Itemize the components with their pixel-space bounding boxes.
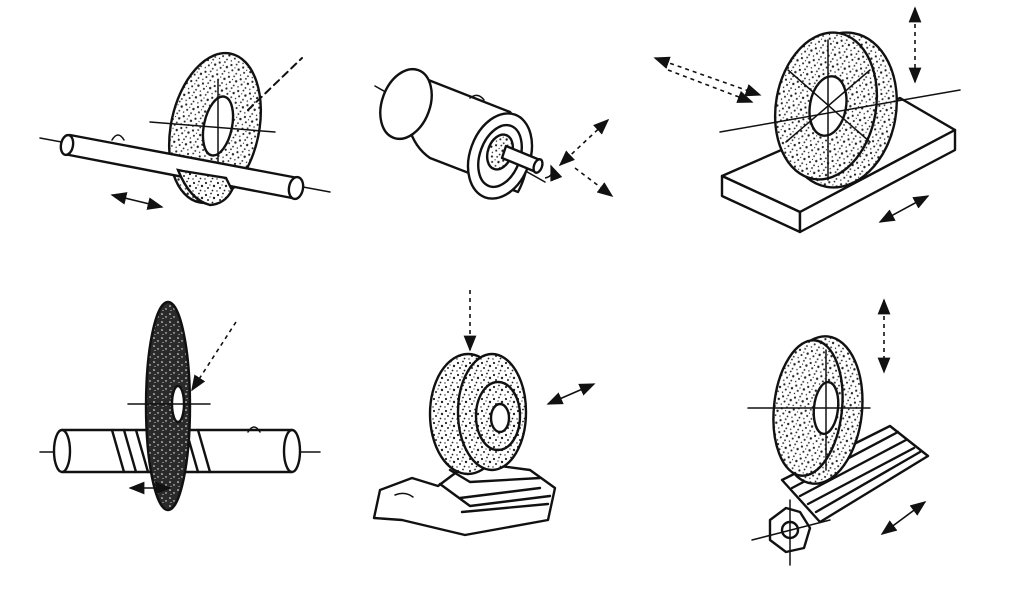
hollow-workpiece (379, 67, 534, 200)
thin-grinding-wheel (127, 300, 211, 512)
workpiece-bar (59, 133, 305, 201)
table-traverse-arrow (878, 195, 930, 223)
panel-thread-grinding (39, 300, 321, 512)
traverse-arrow (880, 501, 927, 535)
spline-shaft (751, 424, 930, 566)
wheel-front-overlap (176, 168, 234, 207)
grinding-wheel (773, 31, 898, 189)
rotation-mark (469, 94, 485, 101)
panel-cylindrical-internal-grinding (374, 67, 614, 200)
wheel-axis-arrow-lower (667, 69, 754, 103)
wheel-axis-arrow-upper (653, 56, 762, 97)
panel-gear-grinding (372, 290, 596, 537)
panel-surface-grinding (653, 6, 961, 234)
traverse-arrow (110, 192, 164, 210)
rotation-mark (111, 134, 125, 141)
traverse-arrow (546, 383, 596, 405)
grinding-wheel (747, 335, 871, 485)
wheel-axis (719, 89, 961, 133)
infeed-arrow (191, 321, 237, 392)
traverse-arrow (574, 167, 614, 197)
infeed-arrow (558, 118, 610, 167)
rotation-mark (247, 426, 261, 433)
spindle-rotation-arrow (544, 164, 563, 182)
gear-workpiece (372, 460, 557, 537)
internal-grinding-wheel (485, 133, 544, 174)
panel-cylindrical-external-grinding (39, 51, 331, 210)
grinding-wheel (428, 352, 528, 476)
infeed-direction-line (247, 57, 303, 111)
panel-spline-grinding (747, 298, 930, 566)
